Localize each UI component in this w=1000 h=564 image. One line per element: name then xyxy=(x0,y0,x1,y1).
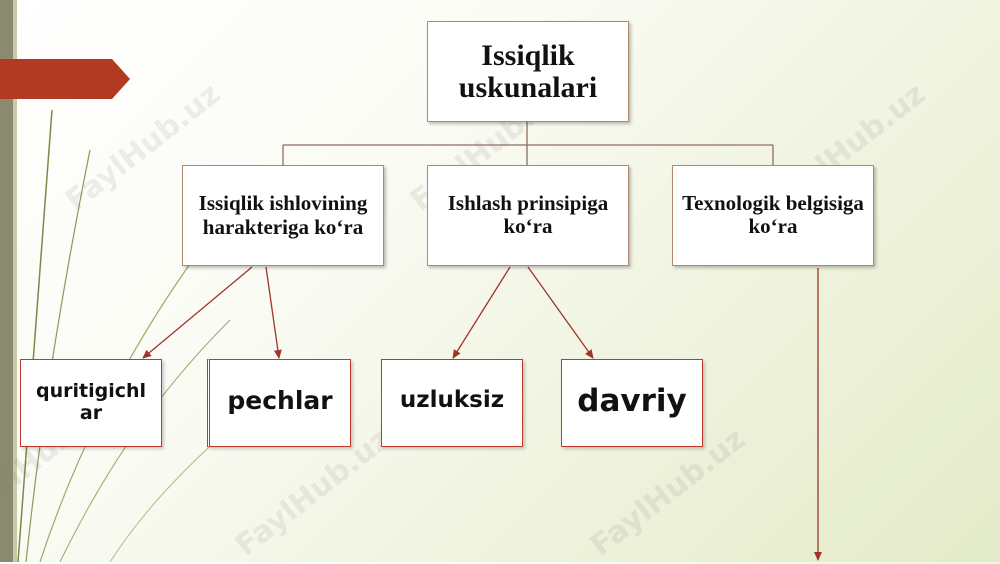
leaf-box-periodic: davriy xyxy=(561,359,703,447)
left-accent-bar-light xyxy=(13,0,17,562)
category-label: Ishlash prinsipiga ko‘ra xyxy=(447,191,609,239)
root-node-box: Issiqlik uskunalari xyxy=(427,21,629,122)
left-accent-bar xyxy=(0,0,13,562)
category-box-technological: Texnologik belgisiga ko‘ra xyxy=(672,165,874,266)
leaf-label: quritigichl ar xyxy=(35,380,147,424)
leaf-label: uzluksiz xyxy=(399,387,505,413)
leaf-box-dryers: quritigichl ar xyxy=(20,359,162,447)
category-box-heat-treatment: Issiqlik ishlovining harakteriga ko‘ra xyxy=(182,165,384,266)
red-arrow-tab xyxy=(0,59,130,99)
category-label: Issiqlik ishlovining harakteriga ko‘ra xyxy=(198,191,368,239)
leaf-box-furnaces: pechlar xyxy=(207,359,351,447)
category-label: Texnologik belgisiga ko‘ra xyxy=(682,191,864,239)
leaf-box-continuous: uzluksiz xyxy=(381,359,523,447)
root-node-label: Issiqlik uskunalari xyxy=(458,39,598,104)
leaf-label: davriy xyxy=(577,383,687,419)
tree-connectors xyxy=(282,122,774,165)
category-box-working-principle: Ishlash prinsipiga ko‘ra xyxy=(427,165,629,266)
leaf-label: pechlar xyxy=(227,386,333,415)
